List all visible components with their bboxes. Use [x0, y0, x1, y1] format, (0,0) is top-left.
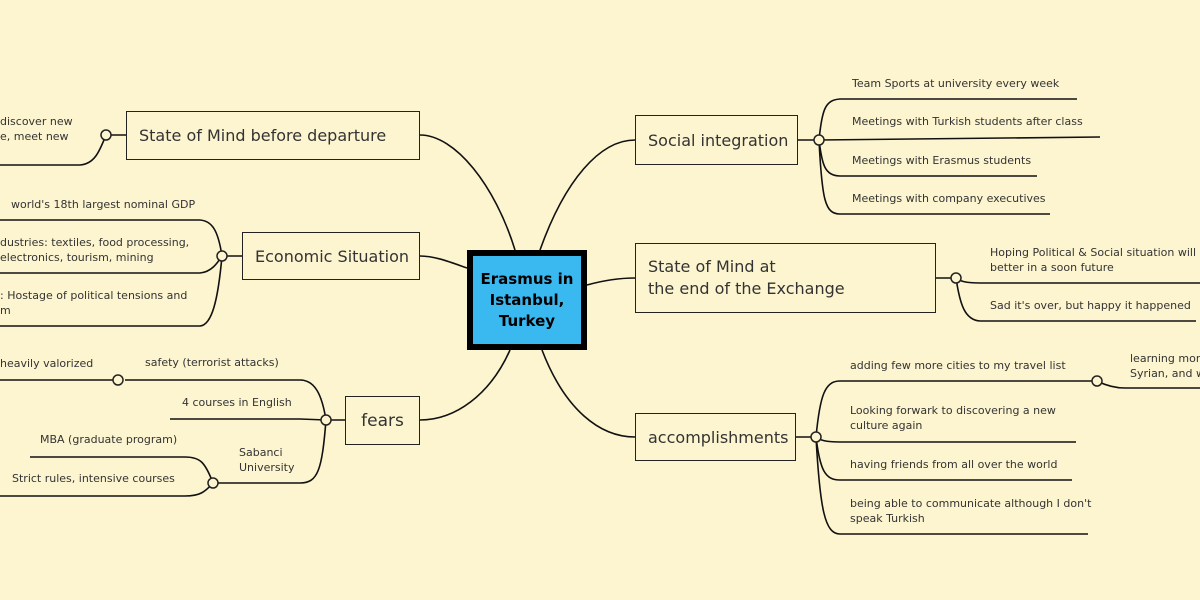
topic-end-state-line2: the end of the Exchange	[648, 279, 845, 298]
economic-item-industries[interactable]: dustries: textiles, food processing, ele…	[0, 235, 189, 265]
fears-item-courses[interactable]: 4 courses in English	[182, 396, 292, 409]
link-center-before	[419, 134, 516, 251]
social-item-4[interactable]: Meetings with company executives	[852, 192, 1046, 205]
central-topic-line3: Turkey	[498, 311, 556, 330]
collapse-knob-endstate	[950, 272, 962, 284]
central-topic[interactable]: Erasmus in Istanbul, Turkey	[467, 250, 587, 350]
link-center-endstate	[586, 277, 636, 286]
before-item-1-line2: e, meet new	[0, 130, 69, 143]
fears-item-safety[interactable]: safety (terrorist attacks)	[145, 356, 279, 369]
topic-before-departure-label: State of Mind before departure	[139, 126, 387, 145]
link-center-accomplishments	[541, 349, 636, 438]
topic-social-integration[interactable]: Social integration	[635, 115, 798, 165]
central-topic-line1: Erasmus in	[480, 269, 574, 288]
collapse-knob-before	[100, 129, 112, 141]
end-state-item-1-line2: better in a soon future	[990, 261, 1114, 274]
topic-economic-label: Economic Situation	[255, 246, 410, 266]
accomplishment-item-4[interactable]: being able to communicate although I don…	[850, 496, 1091, 526]
collapse-knob-fears	[320, 414, 332, 426]
collapse-knob-travel	[1091, 375, 1103, 387]
end-state-item-1-line1: Hoping Political & Social situation will…	[990, 246, 1200, 259]
topic-accomplishments[interactable]: accomplishments	[635, 413, 796, 461]
fears-sabanci-line1: Sabanci	[239, 446, 283, 459]
accomplishment-subitem-learning[interactable]: learning more Syrian, and w	[1130, 351, 1200, 381]
economic-item-gdp[interactable]: world's 18th largest nominal GDP	[11, 198, 196, 211]
topic-economic-situation[interactable]: Economic Situation	[242, 232, 420, 280]
accomplishment-subitem-line2: Syrian, and w	[1130, 367, 1200, 380]
accomplishment-item-1[interactable]: adding few more cities to my travel list	[850, 359, 1066, 372]
topic-social-integration-label: Social integration	[648, 130, 789, 150]
social-item-1[interactable]: Team Sports at university every week	[852, 77, 1060, 90]
social-item-3[interactable]: Meetings with Erasmus students	[852, 154, 1032, 167]
before-item-1-line1: discover new	[0, 115, 73, 128]
topic-end-state-line1: State of Mind at	[648, 257, 776, 276]
sabanci-item-rules[interactable]: Strict rules, intensive courses	[12, 472, 175, 485]
topic-fears-label: fears	[361, 410, 404, 431]
economic-item-politics-line1: : Hostage of political tensions and	[0, 289, 188, 302]
collapse-knob-accomplishments	[810, 431, 822, 443]
topic-state-before-departure[interactable]: State of Mind before departure	[126, 111, 420, 160]
accomplishment-item-4-line2: speak Turkish	[850, 512, 925, 525]
economic-item-industries-line2: electronics, tourism, mining	[0, 251, 154, 264]
accomplishment-item-2[interactable]: Looking forwark to discovering a new cul…	[850, 403, 1056, 433]
topic-fears[interactable]: fears	[345, 396, 420, 445]
accomplishment-subitem-line1: learning more	[1130, 352, 1200, 365]
topic-end-state-of-mind[interactable]: State of Mind at the end of the Exchange	[635, 243, 936, 313]
economic-item-politics-line2: m	[0, 304, 11, 317]
collapse-knob-social	[813, 134, 825, 146]
end-state-item-1[interactable]: Hoping Political & Social situation will…	[990, 245, 1200, 275]
link-center-economic	[419, 255, 468, 269]
accomplishment-item-2-line2: culture again	[850, 419, 923, 432]
sabanci-item-mba[interactable]: MBA (graduate program)	[40, 433, 178, 446]
social-item-2[interactable]: Meetings with Turkish students after cla…	[852, 115, 1083, 128]
collapse-knob-safety	[112, 374, 124, 386]
topic-accomplishments-label: accomplishments	[648, 427, 789, 447]
economic-item-industries-line1: dustries: textiles, food processing,	[0, 236, 190, 249]
link-center-social	[539, 139, 636, 251]
link-center-fears	[419, 349, 511, 421]
before-item-1[interactable]: discover new e, meet new	[0, 114, 73, 144]
collapse-knob-sabanci	[207, 477, 219, 489]
accomplishment-item-3[interactable]: having friends from all over the world	[850, 458, 1058, 471]
fears-item-sabanci[interactable]: Sabanci University	[239, 445, 295, 475]
collapse-knob-economic	[216, 250, 228, 262]
fears-sabanci-line2: University	[239, 461, 295, 474]
fears-subitem-valorized[interactable]: heavily valorized	[0, 357, 94, 370]
accomplishment-item-2-line1: Looking forwark to discovering a new	[850, 404, 1056, 417]
economic-item-politics[interactable]: : Hostage of political tensions and m	[0, 288, 187, 318]
central-topic-line2: Istanbul,	[489, 290, 565, 309]
end-state-item-2[interactable]: Sad it's over, but happy it happened	[990, 299, 1191, 312]
accomplishment-item-4-line1: being able to communicate although I don…	[850, 497, 1092, 510]
